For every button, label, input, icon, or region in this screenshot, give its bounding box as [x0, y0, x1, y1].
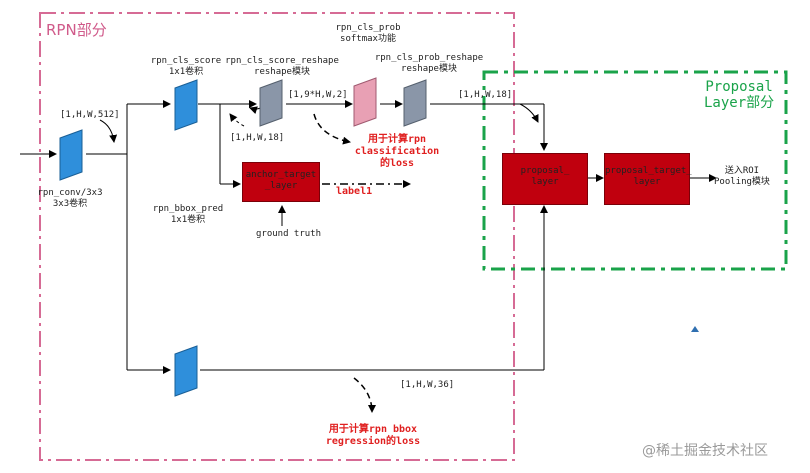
proposal-region-title-line2: Layer部分 — [704, 95, 775, 111]
proposal-layer-box: proposal_ layer — [502, 153, 588, 205]
rpn-conv-label: rpn_conv/3x3 3x3卷积 — [37, 188, 102, 210]
input-shape-label: [1,H,W,512] — [60, 110, 120, 120]
watermark: @稀土掘金技术社区 — [642, 443, 768, 459]
rpn-region-border — [39, 12, 515, 461]
rpn-cls-prob-label: rpn_cls_prob softmax功能 — [335, 23, 400, 45]
rpn-conv-layer-shape — [59, 129, 83, 181]
proposal-target-layer-box: proposal_target_ layer — [604, 153, 692, 205]
reg-loss-line2: regression的loss — [325, 436, 421, 447]
reg-loss-arrow — [353, 377, 376, 413]
proposal-target-line1: proposal_target_ — [605, 166, 692, 176]
cls-score-shape-label: [1,H,W,18] — [230, 133, 285, 143]
proposal-line2: layer — [531, 177, 559, 187]
proposal-region-title: Proposal Layer部分 — [704, 79, 774, 111]
rpn-cls-score-reshape-label: rpn_cls_score_reshape reshape模块 — [225, 56, 339, 78]
softmax-layer-shape — [353, 77, 377, 127]
rpn-bbox-pred-layer-shape — [174, 345, 198, 397]
anchor-target-line2: _layer — [264, 181, 298, 191]
reshape-shape-label: [1,9*H,W,2] — [288, 90, 348, 100]
prob-reshape-layer-shape — [403, 79, 427, 127]
rpn-cls-score-layer-shape — [174, 79, 198, 131]
cls-loss-arrow — [313, 113, 351, 145]
rpn-bbox-pred-name: rpn_bbox_pred — [152, 204, 224, 214]
rpn-conv-name: rpn_conv/3x3 — [37, 188, 103, 198]
rpn-cls-prob-desc: softmax功能 — [340, 34, 396, 44]
label1-annotation: label1 — [336, 186, 373, 197]
proposal-line1: proposal_ — [520, 166, 570, 176]
rpn-conv-desc: 3x3卷积 — [52, 199, 88, 209]
roi-line2: Pooling模块 — [714, 177, 770, 187]
rpn-region-title: RPN部分 — [46, 21, 107, 39]
rpn-cls-prob-name: rpn_cls_prob — [335, 23, 401, 33]
reg-loss-line1: 用于计算rpn bbox — [328, 424, 418, 435]
cls-shape-arrow — [229, 113, 245, 127]
rpn-cls-score-label: rpn_cls_score 1x1卷积 — [151, 56, 221, 78]
reg-loss-annotation: 用于计算rpn bbox regression的loss — [326, 424, 420, 448]
anchor-target-line1: anchor_target — [245, 170, 317, 180]
rpn-cls-prob-reshape-name: rpn_cls_prob_reshape — [374, 53, 484, 63]
rpn-bbox-pred-desc: 1x1卷积 — [170, 215, 206, 225]
cls-loss-line2: classification — [354, 146, 440, 157]
rpn-cls-score-reshape-name: rpn_cls_score_reshape — [225, 56, 339, 66]
reshape-layer-shape — [259, 79, 283, 127]
proposal-region-title-line1: Proposal — [705, 79, 773, 95]
rpn-cls-score-desc: 1x1卷积 — [168, 67, 204, 77]
rpn-cls-prob-reshape-desc: reshape模块 — [401, 64, 457, 74]
cls-loss-annotation: 用于计算rpn classification 的loss — [355, 134, 439, 170]
in-shape-arrow — [99, 119, 118, 143]
roi-line1: 送入ROI — [724, 166, 760, 176]
rpn-cls-prob-reshape-label: rpn_cls_prob_reshape reshape模块 — [375, 53, 483, 75]
rpn-cls-score-name: rpn_cls_score — [150, 56, 222, 66]
rpn-bbox-pred-label: rpn_bbox_pred 1x1卷积 — [153, 204, 223, 226]
proposal-region-border — [482, 70, 788, 271]
bbox-shape-label: [1,H,W,36] — [400, 380, 455, 390]
small-marker-icon — [691, 326, 699, 332]
cls-loss-line3: 的loss — [379, 158, 415, 169]
proposal-target-line2: layer — [633, 177, 661, 187]
ground-truth-label: ground truth — [256, 229, 322, 239]
anchor-target-layer-box: anchor_target _layer — [242, 162, 320, 202]
prob-shape-arrow — [519, 103, 539, 123]
cls-loss-line1: 用于计算rpn — [367, 134, 427, 145]
prob-reshape-shape-label: [1,H,W,18] — [458, 90, 513, 100]
rpn-cls-score-reshape-desc: reshape模块 — [254, 67, 310, 77]
roi-pooling-label: 送入ROI Pooling模块 — [714, 166, 770, 188]
